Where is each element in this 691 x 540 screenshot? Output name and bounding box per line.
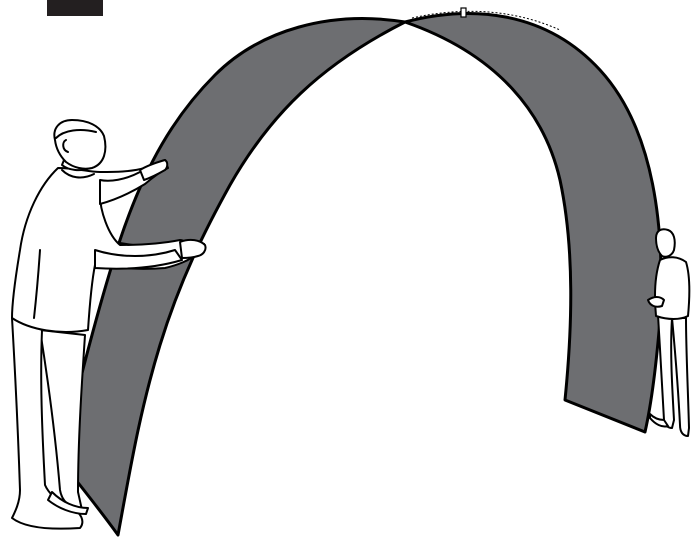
zipper-pull-icon bbox=[461, 8, 466, 17]
step-number-badge bbox=[47, 0, 103, 16]
arch-fabric-back bbox=[405, 14, 661, 432]
arch-fabric-front bbox=[60, 19, 405, 535]
